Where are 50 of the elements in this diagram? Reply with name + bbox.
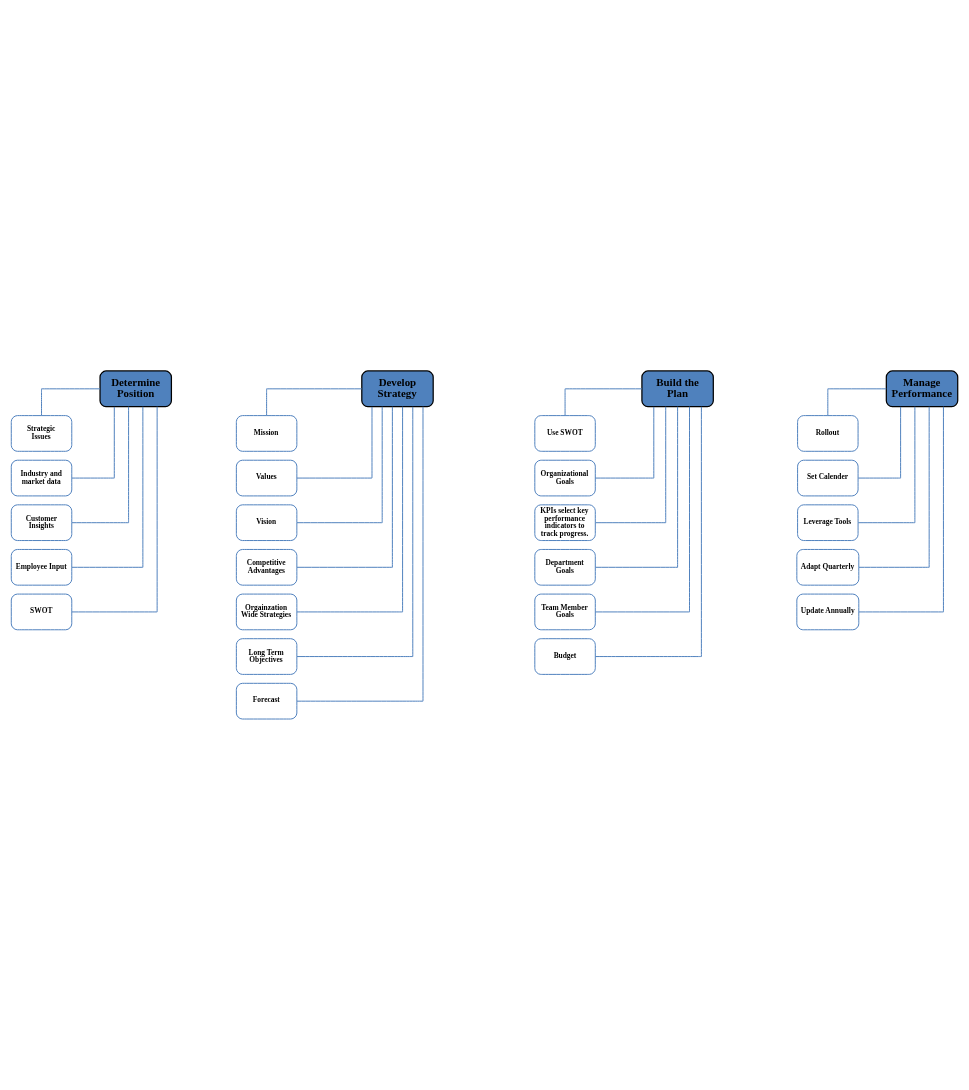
node-box: Customer Insights [10,504,73,542]
connector [827,388,887,417]
connector [594,406,702,658]
node-box: Organizational Goals [534,459,596,497]
node-box: Rollout [797,415,859,452]
node-box: Department Goals [534,548,596,586]
node-box: Adapt Quarterly [796,548,860,586]
connector [41,388,101,417]
connector [594,406,667,524]
connector [858,406,944,613]
connector [296,406,414,658]
node-box: SWOT [10,593,73,631]
node-box: Employee Input [10,548,73,586]
node-box: Strategic Issues [10,415,73,452]
node-box: Budget [534,638,596,675]
node-box: Vision [235,504,298,542]
connector [858,406,930,568]
node-box: Update Annually [796,593,860,631]
node-box: Values [235,459,298,497]
node-box: Long Term Objectives [235,638,298,675]
connector [564,388,643,417]
node-box: Mission [235,415,298,452]
node-box: Orgainzation Wide Strategies [235,593,298,631]
connector [296,406,393,568]
node-box: Use SWOT [534,415,596,452]
connector [857,406,902,479]
node-box: Competitive Advantages [235,548,298,586]
connector [71,406,130,524]
connector [594,406,655,479]
node-box: Develop Strategy [361,370,434,408]
connector [594,406,679,568]
node-box: KPIs select key performance indicators to track progress. [534,504,596,542]
node-box: Team Member Goals [534,593,596,631]
connector [296,406,373,479]
node-box: Set Calender [797,459,859,497]
connector [594,406,690,613]
connector [266,388,363,417]
node-box: Forecast [235,682,298,720]
connector [296,406,404,613]
connector [71,406,158,613]
connector [296,406,383,524]
node-box: Industry and market data [10,459,73,497]
node-box: Manage Performance [885,370,959,408]
node-box: Leverage Tools [797,504,859,542]
connector [857,406,916,524]
node-box: Build the Plan [641,370,714,408]
node-box: Determine Position [99,370,173,408]
connector [71,406,144,568]
connector [71,406,115,479]
connector [296,406,424,702]
